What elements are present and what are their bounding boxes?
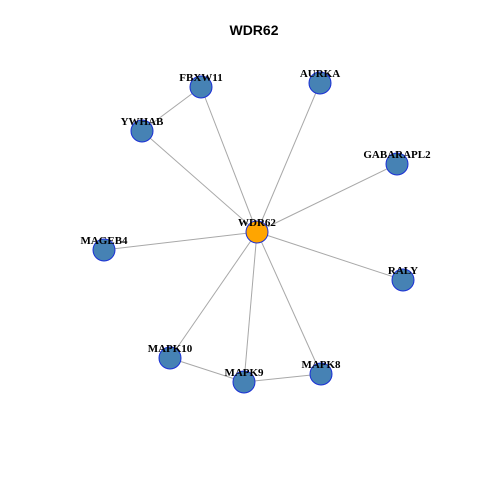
node-label-aurka: AURKA <box>300 68 340 80</box>
edge-fbxw11-ywhab <box>141 86 202 132</box>
node-mapk10[interactable] <box>158 346 182 370</box>
node-fbxw11[interactable] <box>189 75 213 99</box>
edge-mapk10-mapk9 <box>169 357 245 383</box>
node-raly[interactable] <box>391 268 415 292</box>
node-wdr62[interactable] <box>245 220 269 244</box>
node-label-mapk9: MAPK9 <box>224 367 264 379</box>
node-mapk9[interactable] <box>232 370 256 394</box>
node-label-ywhab: YWHAB <box>121 116 164 128</box>
edge-wdr62-mapk10 <box>169 231 258 359</box>
node-label-fbxw11: FBXW11 <box>179 72 222 84</box>
edge-wdr62-ywhab <box>141 130 258 233</box>
node-aurka[interactable] <box>308 71 332 95</box>
edge-wdr62-mapk9 <box>243 231 258 383</box>
edge-wdr62-gabarapl2 <box>256 163 398 233</box>
edge-wdr62-aurka <box>256 82 321 233</box>
node-mapk8[interactable] <box>309 362 333 386</box>
edge-wdr62-fbxw11 <box>200 86 258 233</box>
node-gabarapl2[interactable] <box>385 152 409 176</box>
labels-layer: WDR62 FBXW11 AURKA YWHAB GABARAPL2MAGEB4RALY… <box>80 68 431 379</box>
node-label-raly: RALY <box>388 265 418 277</box>
node-label-wdr62: WDR62 <box>238 217 276 229</box>
node-ywhab[interactable] <box>130 119 154 143</box>
node-label-gabarapl2: GABARAPL2 <box>363 149 431 161</box>
edge-wdr62-mapk8 <box>256 231 322 375</box>
node-label-mapk8: MAPK8 <box>301 359 341 371</box>
edge-wdr62-raly <box>256 231 404 281</box>
figure-title: WDR62 <box>229 22 278 38</box>
node-label-mageb4: MAGEB4 <box>80 235 128 247</box>
edges-layer <box>103 82 404 383</box>
edge-wdr62-mageb4 <box>103 231 258 251</box>
node-mageb4[interactable] <box>92 238 116 262</box>
node-label-mapk10: MAPK10 <box>148 343 193 355</box>
edge-mapk9-mapk8 <box>243 373 322 383</box>
nodes-layer <box>92 71 415 394</box>
